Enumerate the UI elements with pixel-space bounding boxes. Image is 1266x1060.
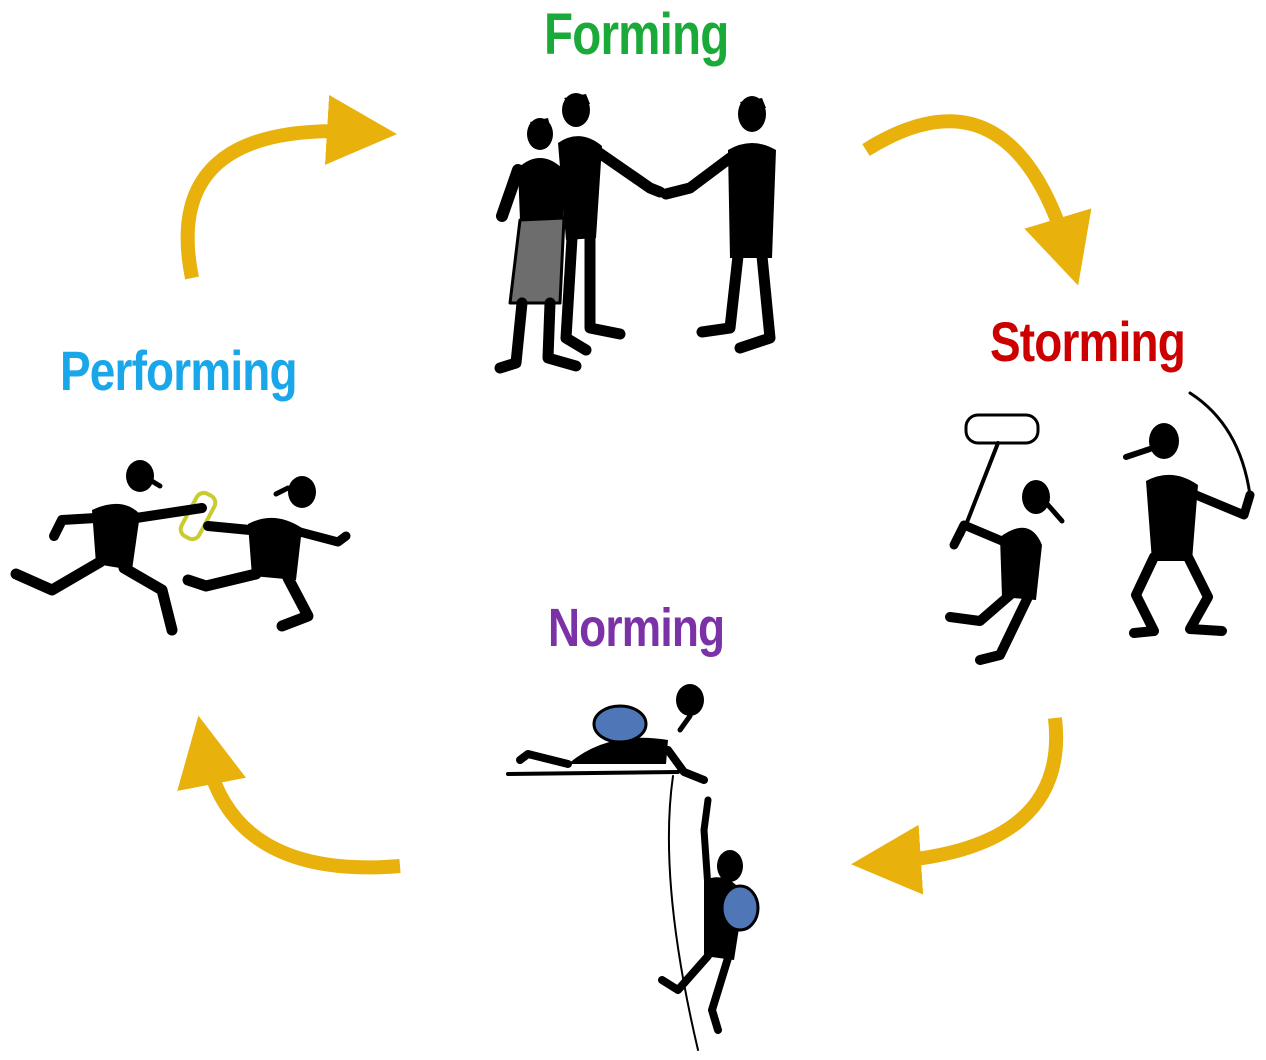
arrow-storming-to-norming <box>851 717 1064 895</box>
arrow-performing-to-forming <box>180 94 397 280</box>
stage-label-storming: Storming <box>990 310 1186 373</box>
handshake-icon <box>494 93 776 374</box>
stage-label-forming: Forming <box>544 2 729 67</box>
climbing-help-icon <box>506 684 760 1051</box>
stage-label-norming: Norming <box>548 598 725 658</box>
fighting-figures-icon <box>945 391 1255 665</box>
arrow-norming-to-performing <box>177 715 401 875</box>
arrow-forming-to-storming <box>862 114 1092 286</box>
stage-label-performing: Performing <box>60 339 298 402</box>
relay-race-icon <box>10 460 351 636</box>
